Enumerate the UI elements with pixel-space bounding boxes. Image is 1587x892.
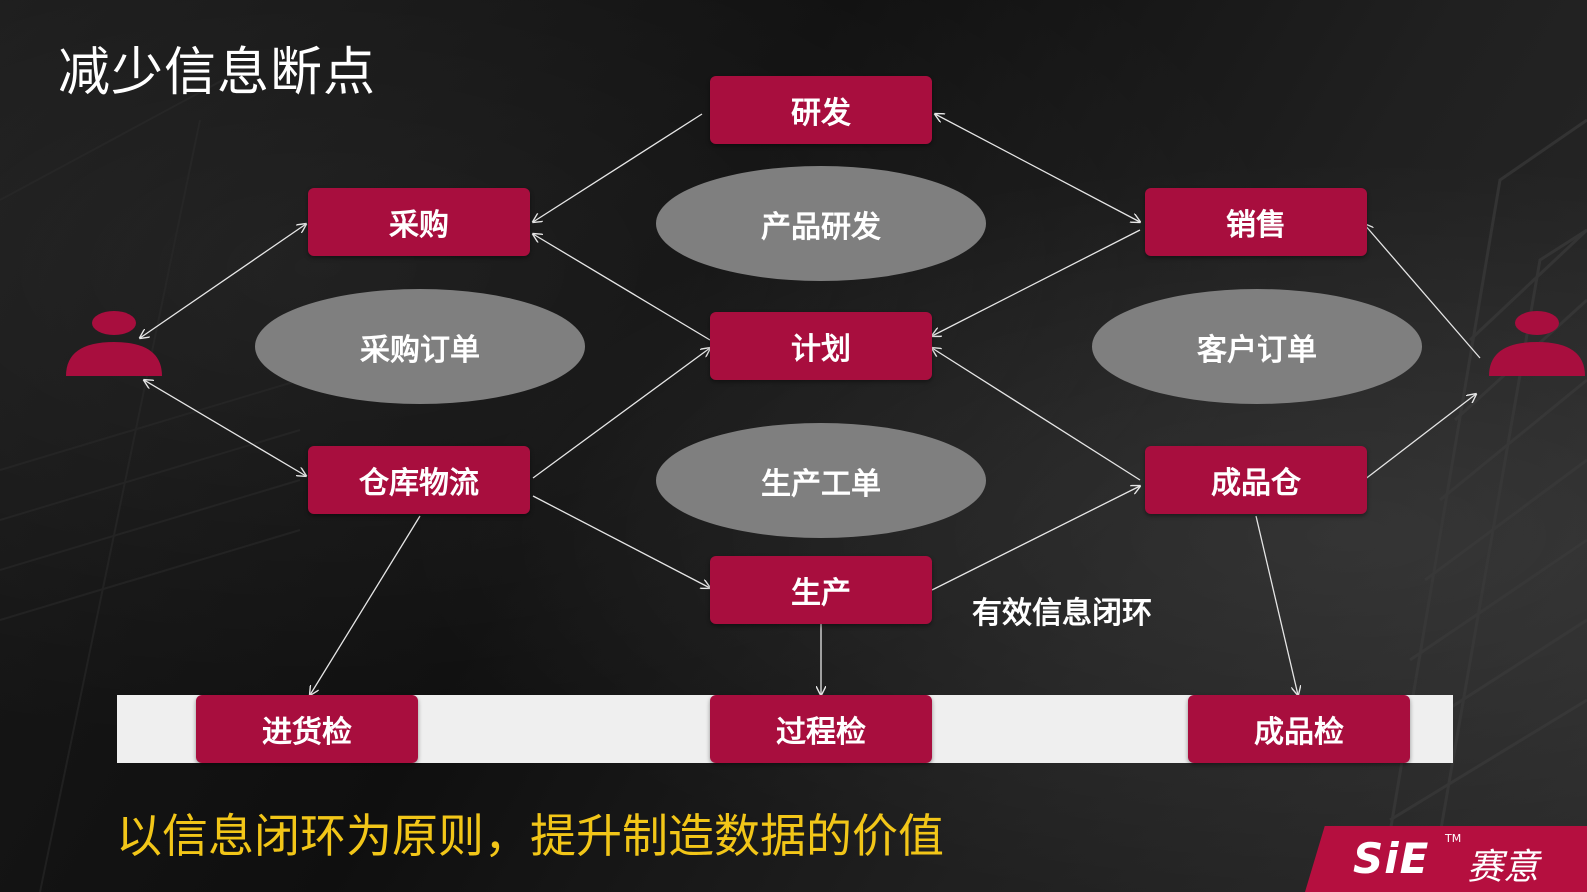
edge-user-warehouse [144, 380, 306, 476]
user-icon-right [1489, 311, 1585, 376]
node-process-check: 过程检 [710, 695, 932, 763]
edge-plan-finished [932, 348, 1141, 481]
edge-user-right-sales [1364, 224, 1481, 359]
brand-name: 赛意 [1467, 847, 1540, 888]
ellipse-purchase-order: 采购订单 [255, 289, 585, 404]
edge-warehouse-incoming [310, 515, 421, 695]
edge-production-finished [931, 486, 1140, 591]
node-finished-warehouse: 成品仓 [1145, 446, 1367, 514]
node-plan: 计划 [710, 312, 932, 380]
ellipse-product-rd: 产品研发 [656, 166, 986, 281]
ellipse-customer-order: 客户订单 [1092, 289, 1422, 404]
brand-background [1305, 826, 1587, 892]
node-final-check: 成品检 [1188, 695, 1410, 763]
edge-user-purchase [140, 224, 306, 338]
node-sales: 销售 [1145, 188, 1367, 256]
brand-logo-text: SiE [1353, 834, 1430, 883]
edge-rd-sales [935, 114, 1140, 222]
node-purchase: 采购 [308, 188, 530, 256]
edge-purchase-plan [533, 234, 711, 341]
edge-warehouse-plan [532, 348, 710, 479]
user-icon-left [66, 311, 162, 376]
edge-finished-user-right [1363, 394, 1476, 481]
node-production: 生产 [710, 556, 932, 624]
brand-logo: SiE TM 赛意 [1305, 826, 1587, 892]
brand-trademark: TM [1445, 832, 1462, 845]
edge-sales-plan [932, 229, 1141, 336]
node-incoming-check: 进货检 [196, 695, 418, 763]
node-warehouse: 仓库物流 [308, 446, 530, 514]
page-title: 减少信息断点 [58, 43, 377, 103]
edge-rd-purchase [533, 113, 703, 222]
loop-label: 有效信息闭环 [972, 596, 1152, 631]
edge-finished-final [1255, 515, 1298, 695]
edge-warehouse-production [532, 495, 710, 588]
node-rd: 研发 [710, 76, 932, 144]
ellipse-work-order: 生产工单 [656, 423, 986, 538]
slogan: 以信息闭环为原则，提升制造数据的价值 [116, 809, 944, 863]
